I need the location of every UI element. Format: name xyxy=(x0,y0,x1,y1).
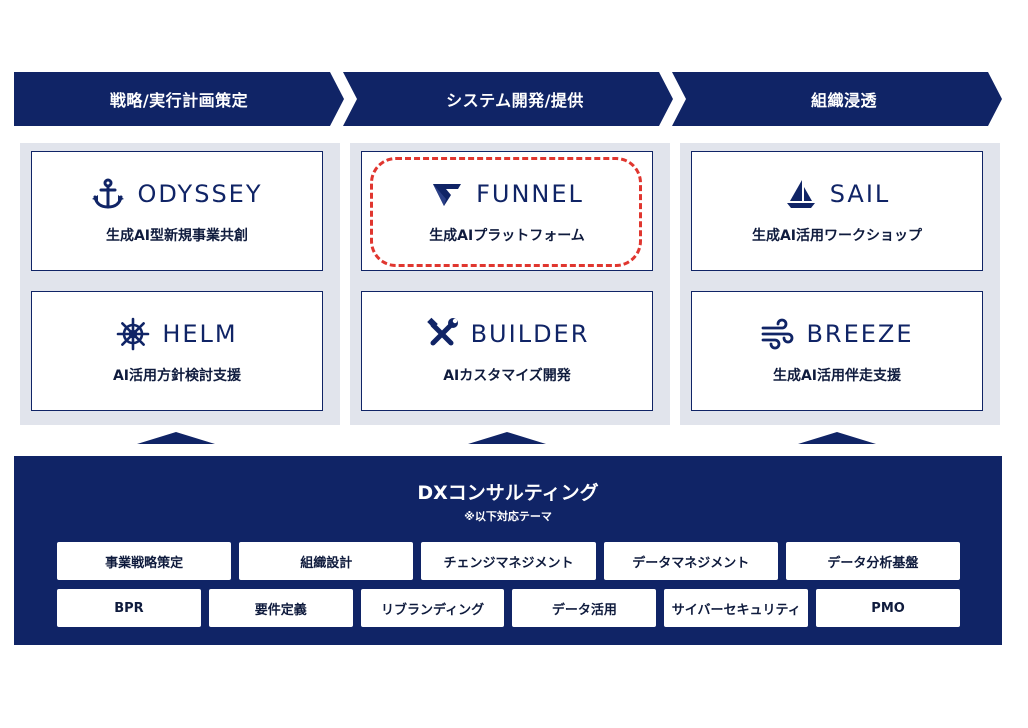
theme-row-1: 事業戦略策定 組織設計 チェンジマネジメント データマネジメント データ分析基盤 xyxy=(57,542,961,580)
service-description: AIカスタマイズ開発 xyxy=(443,368,571,384)
column-development: FUNNEL 生成AIプラットフォーム BUILDER AIカスタマイズ開発 xyxy=(350,143,670,425)
wind-icon xyxy=(760,317,794,351)
service-card-odyssey: ODYSSEY 生成AI型新規事業共創 xyxy=(31,151,323,271)
service-card-helm: HELM AI活用方針検討支援 xyxy=(31,291,323,411)
up-arrow-triangle xyxy=(137,432,215,444)
phase-arrow-development: システム開発/提供 xyxy=(343,72,673,126)
service-name: SAIL xyxy=(829,180,891,208)
service-description: 生成AI活用ワークショップ xyxy=(751,228,923,244)
theme-chip: データ活用 xyxy=(512,589,657,627)
theme-chip: BPR xyxy=(57,589,201,627)
funnel-logo-icon xyxy=(430,177,464,211)
theme-row-2: BPR 要件定義 リブランディング データ活用 サイバーセキュリティ PMO xyxy=(57,589,960,627)
theme-chip: 事業戦略策定 xyxy=(57,542,232,580)
column-strategy: ODYSSEY 生成AI型新規事業共創 HELM AI活用方針検討支援 xyxy=(20,143,340,425)
phase-arrow-strategy: 戦略/実行計画策定 xyxy=(14,72,344,126)
service-card-sail: SAIL 生成AI活用ワークショップ xyxy=(691,151,983,271)
service-card-builder: BUILDER AIカスタマイズ開発 xyxy=(361,291,653,411)
theme-chip: 組織設計 xyxy=(239,542,414,580)
phase-label: 組織浸透 xyxy=(810,91,877,110)
theme-chip: チェンジマネジメント xyxy=(421,542,596,580)
service-name: FUNNEL xyxy=(476,180,584,208)
theme-chip: データマネジメント xyxy=(603,542,778,580)
service-card-breeze: BREEZE 生成AI活用伴走支援 xyxy=(691,291,983,411)
service-description: 生成AIプラットフォーム xyxy=(429,228,585,244)
highlight-dashed-outline xyxy=(370,157,642,267)
phase-arrow-organization: 組織浸透 xyxy=(672,72,1002,126)
anchor-icon xyxy=(91,177,125,211)
service-description: AI活用方針検討支援 xyxy=(112,368,242,384)
service-name: HELM xyxy=(162,320,238,348)
up-arrow-triangle xyxy=(798,432,876,444)
phase-label: システム開発/提供 xyxy=(446,91,584,110)
service-description: 生成AI型新規事業共創 xyxy=(105,228,249,244)
up-arrow-triangle xyxy=(468,432,546,444)
theme-chip: 要件定義 xyxy=(208,589,353,627)
sailboat-icon xyxy=(784,177,818,211)
service-card-funnel: FUNNEL 生成AIプラットフォーム xyxy=(361,151,653,271)
theme-chip: サイバーセキュリティ xyxy=(664,589,809,627)
theme-chip: リブランディング xyxy=(360,589,505,627)
tools-icon xyxy=(425,317,459,351)
service-description: 生成AI活用伴走支援 xyxy=(772,368,902,384)
service-name: BUILDER xyxy=(470,320,590,348)
phase-label: 戦略/実行計画策定 xyxy=(109,91,249,110)
service-name: BREEZE xyxy=(806,320,914,348)
theme-chip: データ分析基盤 xyxy=(785,542,961,580)
service-name: ODYSSEY xyxy=(137,180,263,208)
dx-title: DXコンサルティング xyxy=(417,482,599,504)
dx-subtitle: ※以下対応テーマ xyxy=(464,510,552,523)
theme-chip: PMO xyxy=(816,589,960,627)
dx-consulting-panel: DXコンサルティング ※以下対応テーマ 事業戦略策定 組織設計 チェンジマネジメ… xyxy=(14,456,1002,645)
column-organization: SAIL 生成AI活用ワークショップ BREEZE 生成AI活用伴走支援 xyxy=(680,143,1000,425)
ship-wheel-icon xyxy=(116,317,150,351)
